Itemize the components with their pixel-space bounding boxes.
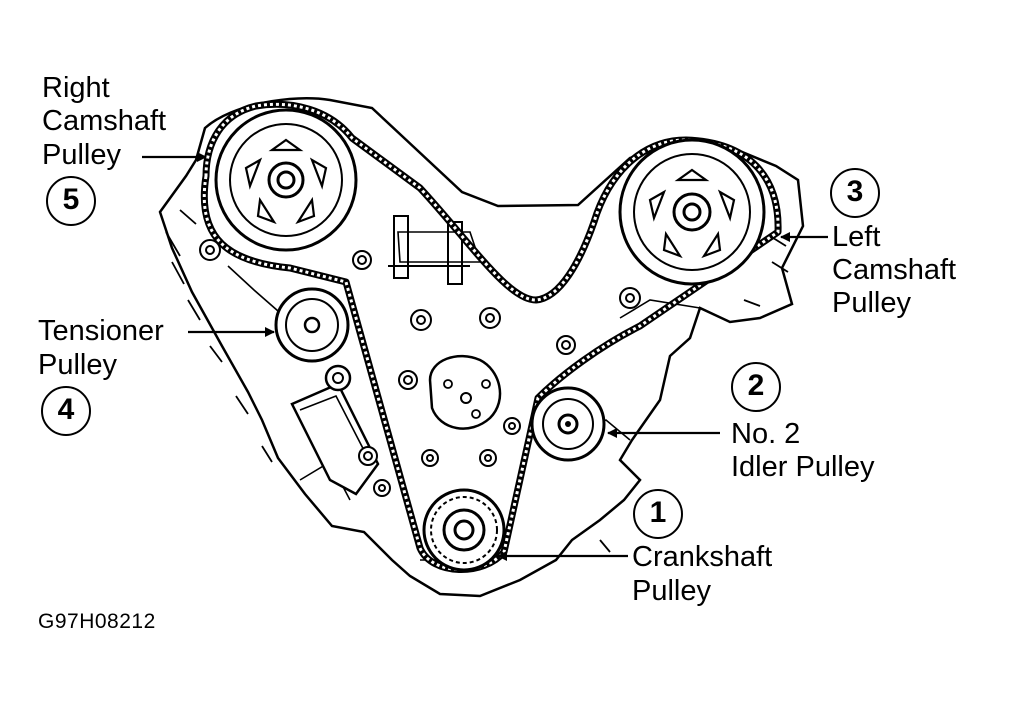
callout-number-3: 3 bbox=[830, 168, 880, 218]
right-camshaft-label-line1: Right bbox=[42, 72, 110, 104]
callout-number-2: 2 bbox=[731, 362, 781, 412]
left-camshaft-pulley bbox=[618, 138, 766, 286]
timing-belt-teeth bbox=[202, 102, 780, 571]
idler-label-line2: Idler Pulley bbox=[731, 451, 875, 483]
center-studs bbox=[388, 215, 470, 285]
idler-label-line1: No. 2 bbox=[731, 418, 801, 450]
tensioner-label-line2: Pulley bbox=[38, 349, 117, 381]
no2-idler-pulley bbox=[530, 386, 606, 462]
water-pump bbox=[428, 354, 502, 430]
left-camshaft-label-line1: Left bbox=[832, 221, 881, 253]
right-camshaft-label-line2: Camshaft bbox=[42, 105, 167, 137]
callout-number-1: 1 bbox=[633, 489, 683, 539]
left-camshaft-label-line2: Camshaft bbox=[832, 254, 957, 286]
figure-code: G97H08212 bbox=[38, 610, 156, 633]
tensioner-label-line1: Tensioner bbox=[38, 315, 164, 347]
tensioner-assembly bbox=[274, 287, 380, 496]
crankshaft-pulley bbox=[422, 488, 506, 572]
left-camshaft-label-line3: Pulley bbox=[832, 287, 911, 319]
leader-arrows bbox=[142, 152, 828, 561]
right-camshaft-label-line3: Pulley bbox=[42, 139, 121, 171]
block-bolts bbox=[199, 239, 641, 497]
block-shading bbox=[165, 209, 789, 553]
right-camshaft-pulley bbox=[214, 108, 358, 252]
crankshaft-label-line2: Pulley bbox=[632, 575, 711, 607]
crankshaft-label-line1: Crankshaft bbox=[632, 541, 773, 573]
callout-number-4: 4 bbox=[41, 386, 91, 436]
callout-number-5: 5 bbox=[46, 176, 96, 226]
engine-block-outline bbox=[158, 97, 805, 598]
